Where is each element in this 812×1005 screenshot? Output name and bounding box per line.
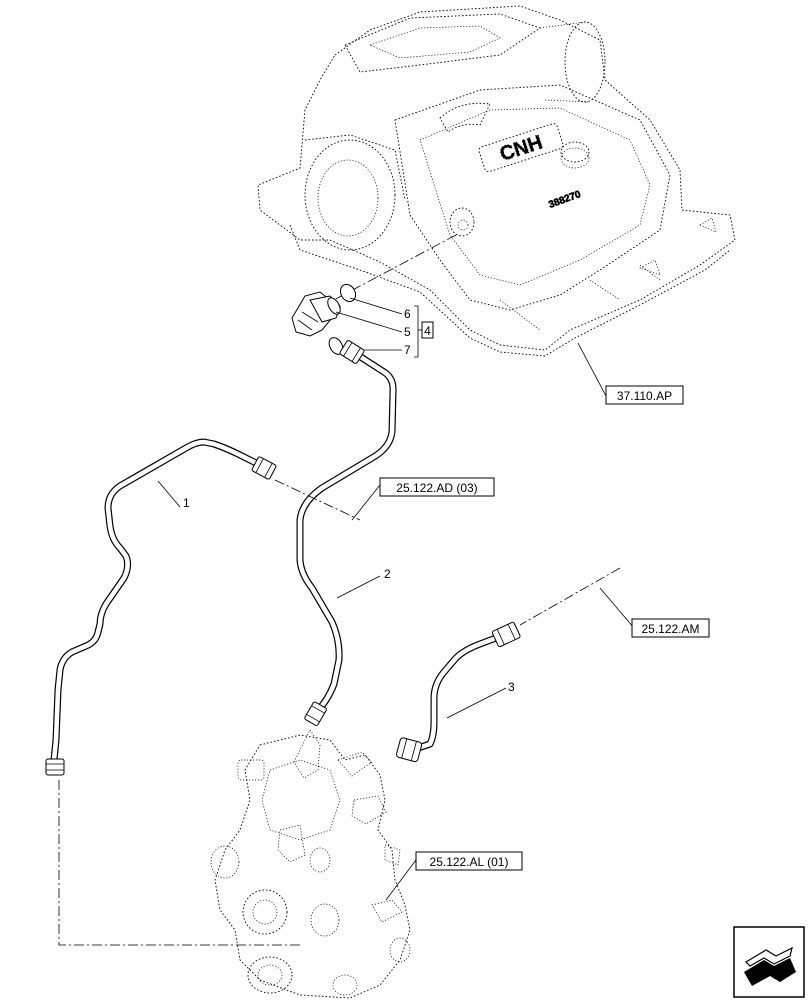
elbow-fitting: [291, 291, 341, 337]
callout-kit-box: 4: [421, 321, 434, 339]
callout-kit: 4: [424, 324, 431, 338]
reference-37-110-ap[interactable]: 37.110.AP: [605, 385, 684, 405]
svg-text:25.122.AL (01): 25.122.AL (01): [430, 855, 509, 869]
reference-25-122-am[interactable]: 25.122.AM: [631, 618, 710, 638]
housing-logo: CNH: [497, 131, 545, 165]
reference-25-122-ad-03[interactable]: 25.122.AD (03): [379, 477, 495, 497]
o-ring-upper: [339, 283, 357, 303]
pipe-3: [395, 621, 521, 763]
valve-block: [210, 729, 411, 999]
callout-pipe-2: 2: [384, 567, 391, 581]
callout-o-ring-upper: 6: [404, 307, 411, 321]
svg-text:37.110.AP: 37.110.AP: [617, 389, 672, 403]
pipe-2: [296, 340, 397, 726]
svg-text:25.122.AM: 25.122.AM: [641, 622, 699, 636]
callout-o-ring-lower: 7: [404, 343, 411, 357]
pipe-1: [45, 438, 277, 776]
next-page-arrow-icon[interactable]: [733, 926, 805, 998]
svg-text:388270: 388270: [547, 189, 583, 211]
callout-pipe-3: 3: [508, 680, 515, 694]
callout-elbow-fitting: 5: [404, 325, 411, 339]
reference-25-122-al-01[interactable]: 25.122.AL (01): [415, 851, 523, 871]
svg-text:25.122.AD (03): 25.122.AD (03): [396, 481, 477, 495]
callout-pipe-1: 1: [183, 496, 190, 510]
